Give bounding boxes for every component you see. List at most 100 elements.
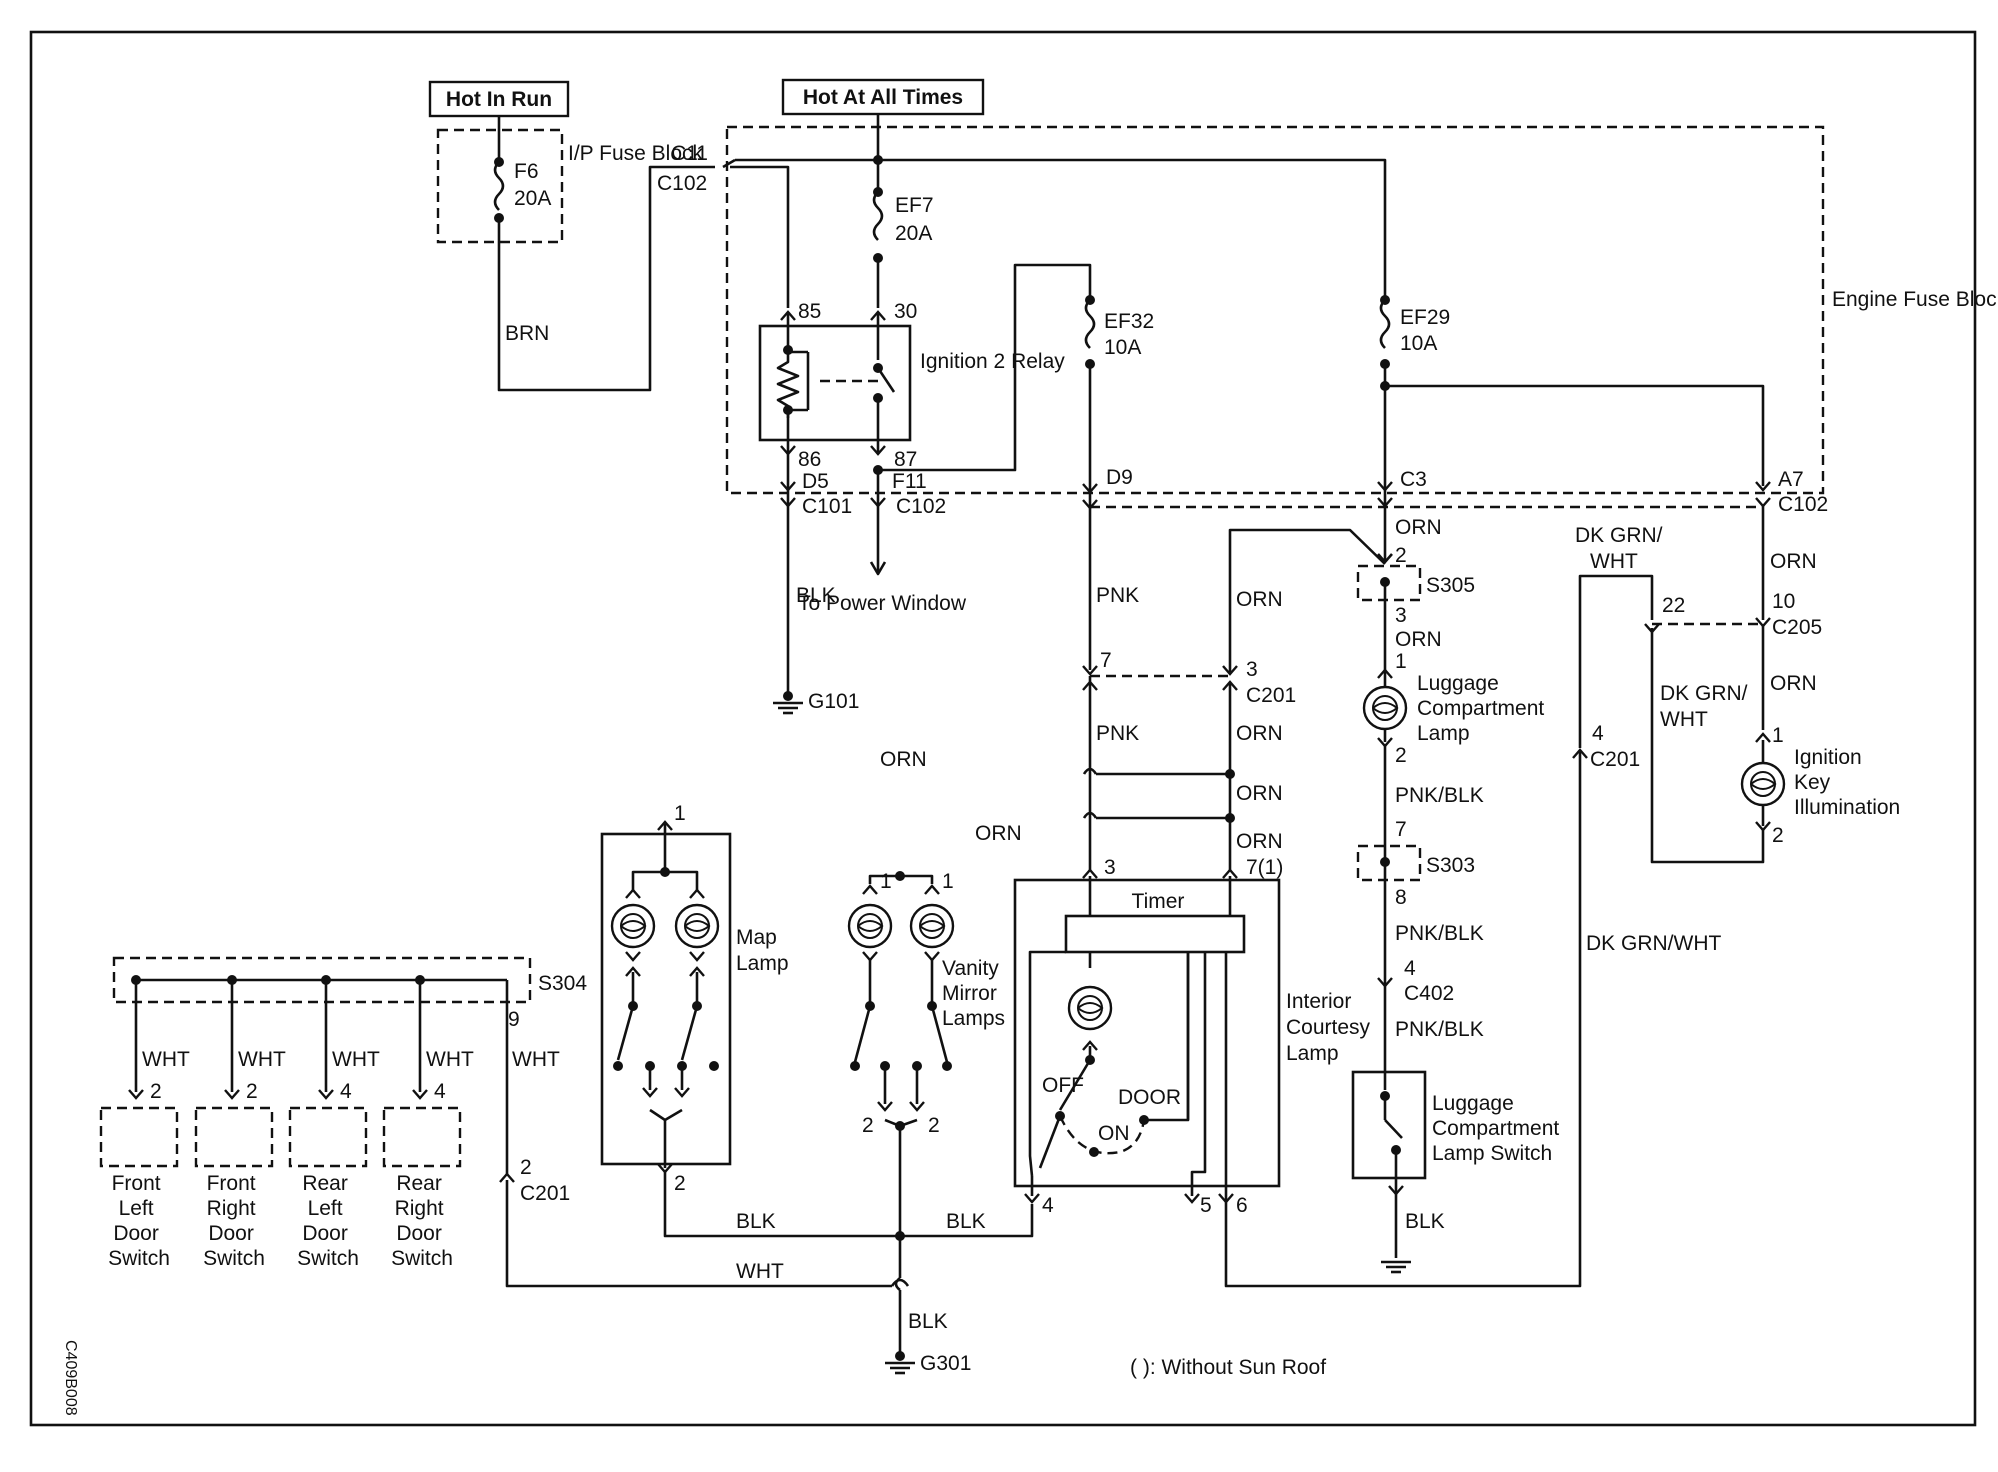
timer-label: Timer bbox=[1132, 890, 1185, 913]
pin-7-c201: 7 bbox=[1100, 649, 1112, 672]
orn-lower-label-3: ORN bbox=[1236, 830, 1283, 853]
svg-text:Hot In Run: Hot In Run bbox=[446, 88, 552, 111]
rr-line-2: Right bbox=[395, 1197, 444, 1220]
svg-text:30: 30 bbox=[894, 300, 917, 323]
fuse-f6: F6 20A bbox=[493, 116, 551, 223]
c201-mid-label: C201 bbox=[1246, 684, 1296, 707]
courtesy-lamp bbox=[1028, 950, 1228, 1196]
door-switch-rear-left: WHT 4 Rear Left Door Switch bbox=[288, 975, 380, 1270]
ignition-key-line-1: Ignition bbox=[1794, 746, 1862, 769]
f11-label: F11 bbox=[892, 470, 927, 493]
ef29-to-a7 bbox=[1385, 384, 1765, 486]
sunroof-note: ( ): Without Sun Roof bbox=[1130, 1356, 1326, 1379]
wht-bottom-label: WHT bbox=[736, 1260, 784, 1283]
timer-pin-3: 3 bbox=[1104, 856, 1116, 879]
fl-pin: 2 bbox=[150, 1080, 162, 1103]
svg-text:Front Right Door: Front Right Door Switch bbox=[203, 1172, 265, 1270]
orn-key-label: ORN bbox=[1770, 672, 1817, 695]
orn-map-label: ORN bbox=[880, 748, 927, 771]
blk-luggage-label: BLK bbox=[1405, 1210, 1445, 1233]
wht-rr-label: WHT bbox=[426, 1048, 474, 1071]
wht-fl-label: WHT bbox=[142, 1048, 190, 1071]
rl-line-3: Door bbox=[302, 1222, 348, 1245]
g301-label: G301 bbox=[920, 1352, 971, 1375]
fr-line-2: Right bbox=[207, 1197, 256, 1220]
c205-pin-10: 10 bbox=[1772, 590, 1795, 613]
luggage-lamp-line-2: Compartment bbox=[1417, 697, 1544, 720]
to-power-window-label: To Power Window bbox=[798, 592, 967, 615]
c201-left-label: C201 bbox=[520, 1182, 570, 1205]
rr-pin: 4 bbox=[434, 1080, 446, 1103]
wht-s304-label: WHT bbox=[512, 1048, 560, 1071]
luggage-lamp-bulb bbox=[1362, 685, 1408, 731]
blk-ground-bus bbox=[663, 1170, 1034, 1238]
door-switch-front-right: WHT 2 Front Right Door Switch bbox=[194, 975, 286, 1270]
svg-text:20A: 20A bbox=[895, 222, 932, 245]
svg-text:EF32: EF32 bbox=[1104, 310, 1154, 333]
s303-label: S303 bbox=[1426, 854, 1475, 877]
page-border bbox=[29, 30, 1977, 1427]
splice-s304 bbox=[112, 956, 532, 1004]
c3-label: C3 bbox=[1400, 468, 1427, 491]
c205-label: C205 bbox=[1772, 616, 1822, 639]
blk-map-label: BLK bbox=[736, 1210, 776, 1233]
dkgrn-key-loop bbox=[1650, 628, 1765, 864]
brn-wire bbox=[497, 165, 715, 392]
s304-label: S304 bbox=[538, 972, 587, 995]
map-lamp-box bbox=[600, 832, 732, 1166]
pnk-blk-label-1: PNK/BLK bbox=[1395, 784, 1484, 807]
relay87-to-ef32 bbox=[878, 263, 1092, 472]
orn-c201-upper-label: ORN bbox=[1236, 588, 1283, 611]
vanity-pin-2b: 2 bbox=[928, 1114, 940, 1137]
s303-pin-7: 7 bbox=[1395, 818, 1407, 841]
dkgrn-key-label-1: DK GRN/ bbox=[1660, 682, 1748, 705]
vanity-pin-2a: 2 bbox=[862, 1114, 874, 1137]
orn-lower-label-2: ORN bbox=[1236, 782, 1283, 805]
svg-text:Rear Right Door: Rear Right Door Switch bbox=[391, 1172, 453, 1270]
c11-to-relay85 bbox=[730, 165, 790, 308]
fuse-ef7: EF7 20A bbox=[872, 160, 934, 308]
orn-s305-to-c201 bbox=[1228, 528, 1386, 672]
c102-relay-label: C102 bbox=[896, 495, 946, 518]
svg-text:87: 87 bbox=[894, 448, 917, 471]
c11-label: C11 bbox=[671, 142, 708, 165]
fuse-ef32: EF32 10A bbox=[1084, 295, 1154, 369]
s304-pin-9: 9 bbox=[508, 1008, 520, 1031]
wht-fr-label: WHT bbox=[238, 1048, 286, 1071]
wht-to-timer-pin5 bbox=[505, 1180, 892, 1288]
ignition-key-line-2: Key bbox=[1794, 771, 1831, 794]
c102-right-label: C102 bbox=[1778, 493, 1828, 516]
orn-vanity-label: ORN bbox=[975, 822, 1022, 845]
pnk-lower-label: PNK bbox=[1096, 722, 1139, 745]
c201-right-label: C201 bbox=[1590, 748, 1640, 771]
luggage-switch-line-3: Lamp Switch bbox=[1432, 1142, 1552, 1165]
pin-3-c201: 3 bbox=[1246, 658, 1258, 681]
luggage-lamp-line-1: Luggage bbox=[1417, 672, 1499, 695]
dkgrn-top-label-1: DK GRN/ bbox=[1575, 524, 1663, 547]
s305-label: S305 bbox=[1426, 574, 1475, 597]
s305-pin-3: 3 bbox=[1395, 604, 1407, 627]
ip-fuse-block-label: I/P Fuse Block bbox=[568, 142, 704, 165]
svg-text:86: 86 bbox=[798, 448, 821, 471]
rl-line-1: Rear bbox=[302, 1172, 348, 1195]
svg-text:Rear Left Door: Rear Left Door Switch bbox=[297, 1172, 359, 1270]
fr-line-3: Door bbox=[208, 1222, 254, 1245]
svg-text:10A: 10A bbox=[1104, 336, 1141, 359]
c402-label: C402 bbox=[1404, 982, 1454, 1005]
rr-line-4: Switch bbox=[391, 1247, 453, 1270]
s303-pin-8: 8 bbox=[1395, 886, 1407, 909]
rr-line-3: Door bbox=[396, 1222, 442, 1245]
c102-top-label: C102 bbox=[657, 172, 707, 195]
blk-g301-label: BLK bbox=[908, 1310, 948, 1333]
ground-luggage bbox=[1379, 1260, 1413, 1274]
fr-line-1: Front bbox=[207, 1172, 256, 1195]
hot-in-run-header: Hot In Run bbox=[428, 80, 570, 118]
blk-timer-label: BLK bbox=[946, 1210, 986, 1233]
vanity-label-1: Vanity bbox=[942, 957, 999, 980]
luggage-switch-box bbox=[1351, 1070, 1427, 1180]
rr-line-1: Rear bbox=[396, 1172, 442, 1195]
timer-pin-4: 4 bbox=[1042, 1194, 1054, 1217]
d9-label: D9 bbox=[1106, 466, 1133, 489]
orn-c3-label: ORN bbox=[1395, 516, 1442, 539]
